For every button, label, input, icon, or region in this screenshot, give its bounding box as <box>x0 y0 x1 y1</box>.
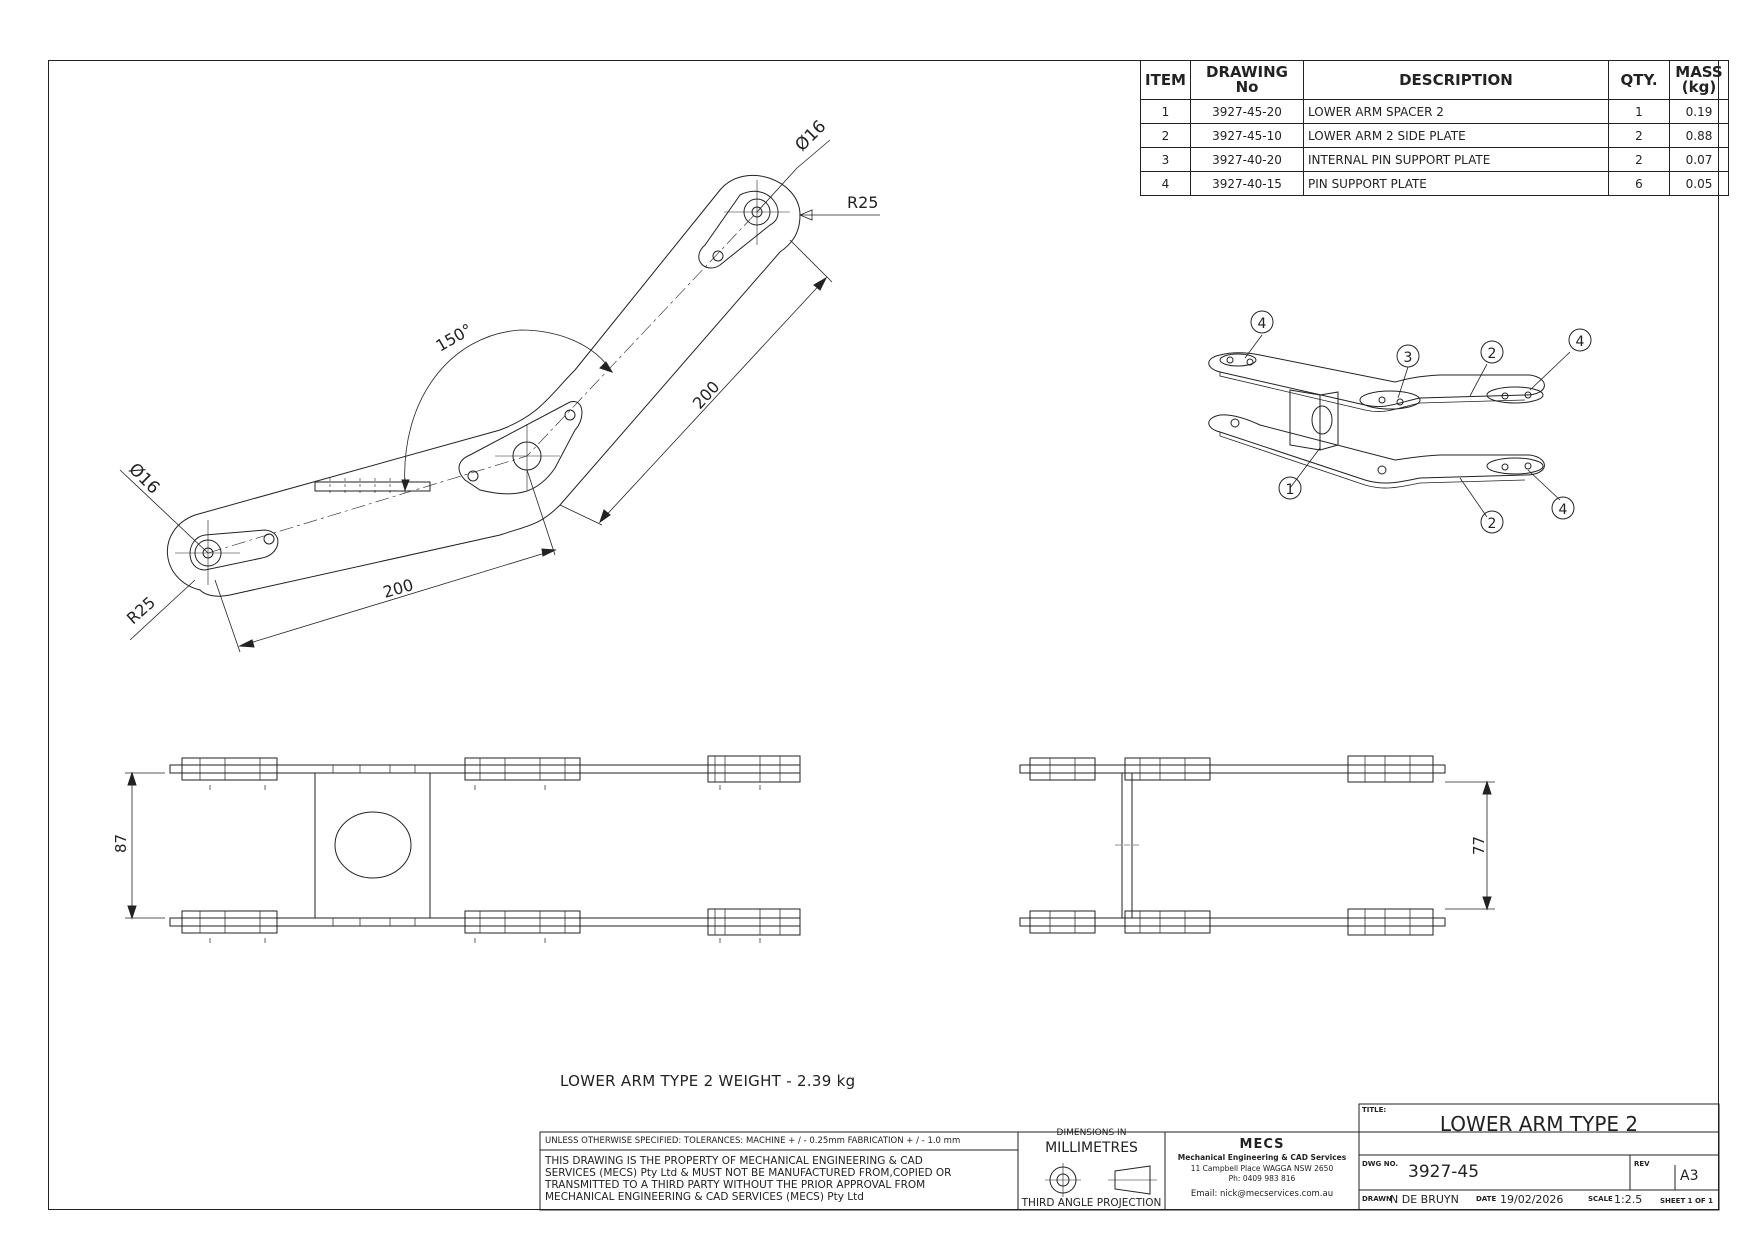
tolerances-note: UNLESS OTHERWISE SPECIFIED: TOLERANCES: … <box>545 1136 961 1146</box>
isometric-view <box>1208 334 1571 518</box>
item-balloons: 4 3 2 4 1 2 4 <box>1250 310 1592 534</box>
dim-length-right: 200 <box>689 377 724 412</box>
dim-width-side: 77 <box>1470 836 1488 855</box>
bom-cell-description: LOWER ARM SPACER 2 <box>1303 99 1609 124</box>
drawing-title: LOWER ARM TYPE 2 <box>1439 1112 1639 1136</box>
bom-cell-drawing: 3927-45-10 <box>1190 123 1304 148</box>
title-block-frame <box>539 1103 1720 1211</box>
bom-header-description: DESCRIPTION <box>1303 60 1609 100</box>
dim-radius-left: R25 <box>123 593 159 628</box>
table-row: 2 3927-45-10 LOWER ARM 2 SIDE PLATE 2 0.… <box>1140 123 1729 148</box>
balloon-2-a: 2 <box>1488 346 1497 362</box>
property-notice-line: TRANSMITTED TO A THIRD PARTY WITHOUT THE… <box>545 1179 926 1191</box>
drawing-number: 3927-45 <box>1408 1162 1480 1182</box>
drawn-by: N DE BRUYN <box>1390 1193 1459 1206</box>
bom-cell-mass: 0.19 <box>1669 99 1729 124</box>
title-label: TITLE: <box>1362 1106 1387 1114</box>
balloon-4-c: 4 <box>1559 502 1568 518</box>
bom-cell-mass: 0.07 <box>1669 147 1729 172</box>
bom-cell-qty: 2 <box>1608 123 1670 148</box>
company-phone: Ph: 0409 983 816 <box>1228 1174 1296 1183</box>
projection-label: THIRD ANGLE PROJECTION <box>1021 1197 1162 1209</box>
property-notice-line: THIS DRAWING IS THE PROPERTY OF MECHANIC… <box>545 1155 923 1167</box>
balloon-3: 3 <box>1404 350 1413 366</box>
company-name: Mechanical Engineering & CAD Services <box>1177 1153 1347 1162</box>
drawing-date: 19/02/2026 <box>1500 1193 1564 1206</box>
plan-view-lower-arm <box>119 139 880 653</box>
bom-cell-drawing: 3927-45-20 <box>1190 99 1304 124</box>
bom-cell-drawing: 3927-40-15 <box>1190 171 1304 196</box>
company-logo: MECS <box>1239 1137 1285 1152</box>
drawing-scale: 1:2.5 <box>1614 1193 1643 1206</box>
company-address: 11 Campbell Place WAGGA NSW 2650 <box>1190 1164 1334 1173</box>
balloon-1: 1 <box>1286 482 1295 498</box>
date-label: DATE <box>1476 1195 1497 1203</box>
sheet-size: A3 <box>1680 1168 1699 1184</box>
bom-cell-mass: 0.05 <box>1669 171 1729 196</box>
bom-cell-qty: 2 <box>1608 147 1670 172</box>
bom-cell-item: 2 <box>1140 123 1191 148</box>
table-row: 4 3927-40-15 PIN SUPPORT PLATE 6 0.05 <box>1140 171 1729 196</box>
property-notice: THIS DRAWING IS THE PROPERTY OF MECHANIC… <box>545 1155 951 1203</box>
company-email: Email: nick@mecservices.com.au <box>1190 1189 1334 1199</box>
sheet-number: SHEET 1 OF 1 <box>1660 1197 1714 1205</box>
dim-diameter-top: Ø16 <box>791 117 830 156</box>
drawn-label: DRAWN <box>1362 1195 1392 1203</box>
rev-label: REV <box>1634 1160 1650 1168</box>
property-notice-line: SERVICES (MECS) Pty Ltd & MUST NOT BE MA… <box>545 1167 952 1179</box>
scale-label: SCALE <box>1588 1195 1613 1203</box>
table-row: 1 3927-45-20 LOWER ARM SPACER 2 1 0.19 <box>1140 99 1729 124</box>
dwg-no-label: DWG NO. <box>1362 1160 1399 1168</box>
bom-header-mass: MASS(kg) <box>1669 60 1729 100</box>
bom-cell-description: PIN SUPPORT PLATE <box>1303 171 1609 196</box>
property-notice-line: MECHANICAL ENGINEERING & CAD SERVICES (M… <box>545 1191 864 1203</box>
bom-cell-description: LOWER ARM 2 SIDE PLATE <box>1303 123 1609 148</box>
front-view <box>125 755 801 943</box>
balloon-4-b: 4 <box>1576 334 1585 350</box>
balloon-2-b: 2 <box>1488 516 1497 532</box>
dimensions-in-label: DIMENSIONS IN <box>1056 1128 1127 1138</box>
weight-note: LOWER ARM TYPE 2 WEIGHT - 2.39 kg <box>560 1072 856 1090</box>
bom-cell-item: 3 <box>1140 147 1191 172</box>
units-label: MILLIMETRES <box>1045 1140 1138 1156</box>
bom-cell-description: INTERNAL PIN SUPPORT PLATE <box>1303 147 1609 172</box>
dim-radius-top: R25 <box>847 193 878 212</box>
dim-angle: 150° <box>433 320 476 356</box>
dim-width-front: 87 <box>112 834 130 853</box>
bom-cell-item: 4 <box>1140 171 1191 196</box>
bom-cell-item: 1 <box>1140 99 1191 124</box>
dim-diameter-left: Ø16 <box>124 459 163 498</box>
balloon-4-a: 4 <box>1258 316 1267 332</box>
dim-length-bottom: 200 <box>381 575 416 602</box>
side-view <box>1019 755 1495 936</box>
